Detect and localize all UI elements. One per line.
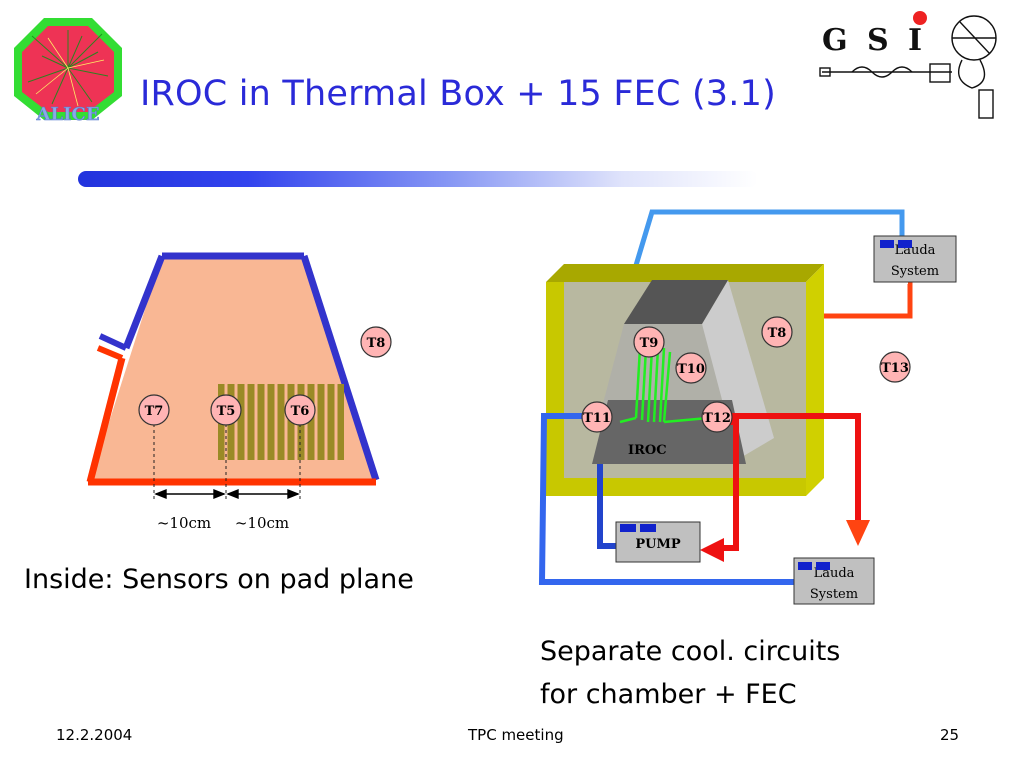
iroc-chamber-top [624,280,728,324]
connector-blue-stub [98,333,128,351]
caption-cooling-line1: Separate cool. circuits [540,636,841,667]
sensor-t5: T5 [210,394,242,426]
pad-plane-left-edge-lower [86,357,126,483]
footer-meeting: TPC meeting [468,726,564,744]
sensor-label: T6 [291,404,310,419]
lauda-return-arrowhead [846,520,870,546]
footer-date: 12.2.2004 [56,726,133,744]
caption-cooling: Separate cool. circuits for chamber + FE… [540,630,840,716]
sensor-t10: T10 [675,352,707,384]
lauda-bottom-line2: System [810,587,858,602]
dimension-guide-lines [153,424,301,500]
sensor-t8-left: T8 [360,326,392,358]
pad-plane-diagram: ~10cm ~10cm T7 T5 T6 T8 [86,252,392,532]
pump-label: PUMP [635,537,681,552]
sensor-label: T11 [583,411,611,426]
caption-cooling-line2: for chamber + FEC [540,679,797,710]
iroc-label: IROC [628,443,667,458]
pad-plane-left-edge-upper [122,254,166,350]
sensor-label: T7 [145,404,164,419]
sensor-t12: T12 [701,401,733,433]
dimension-label-2: ~10cm [235,514,289,532]
thermal-box-frame-right [806,264,824,496]
fec-cooling-lines [619,347,709,424]
fec-pad-region [218,384,344,460]
lauda-system-bottom: Lauda System [793,557,875,605]
sensor-t9: T9 [633,326,665,358]
dimension-arrows [154,488,300,500]
footer-page-number: 25 [940,726,960,744]
sensor-label: T10 [677,362,705,377]
pad-plane-right-edge [300,254,380,482]
slide-title: IROC in Thermal Box + 15 FEC (3.1) [140,74,776,114]
sensor-t8-right: T8 [761,316,793,348]
gsi-logo-dot [913,11,927,25]
thermal-box-frame-top [546,264,824,282]
cooling-pipe-blue-pump [597,464,616,549]
dimension-label-1: ~10cm [157,514,211,532]
thermal-box-diagram: IROC PUMP Lauda System Lauda System [538,209,957,605]
pump-box: PUMP [615,521,701,563]
connector-red-stub [96,345,124,361]
gsi-logo-text: GSI [822,23,936,58]
cooling-pipe-chamber-top [631,209,905,273]
alice-logo: ALICE [14,18,122,122]
sensor-label: T5 [217,404,236,419]
sensor-label: T8 [367,336,386,351]
lauda-top-line2: System [891,264,939,279]
sensor-t7: T7 [138,394,170,426]
cooling-pipe-chamber-return [810,281,913,319]
sensor-label: T13 [881,361,909,376]
alice-logo-text: ALICE [35,104,99,122]
pump-return-arrowhead [700,538,724,562]
sensor-t11: T11 [581,401,613,433]
sensor-label: T9 [640,336,659,351]
sensor-t13: T13 [879,351,911,383]
sensor-t6: T6 [284,394,316,426]
lauda-system-top: Lauda System [873,235,957,283]
title-underline [78,171,758,187]
cooling-pipe-red-pump [724,419,739,551]
sensor-label: T8 [768,326,787,341]
gsi-logo: GSI [819,11,997,119]
sensor-label: T12 [703,411,731,426]
cooling-pipe-red-lauda [732,413,861,520]
caption-sensors: Inside: Sensors on pad plane [24,564,414,595]
